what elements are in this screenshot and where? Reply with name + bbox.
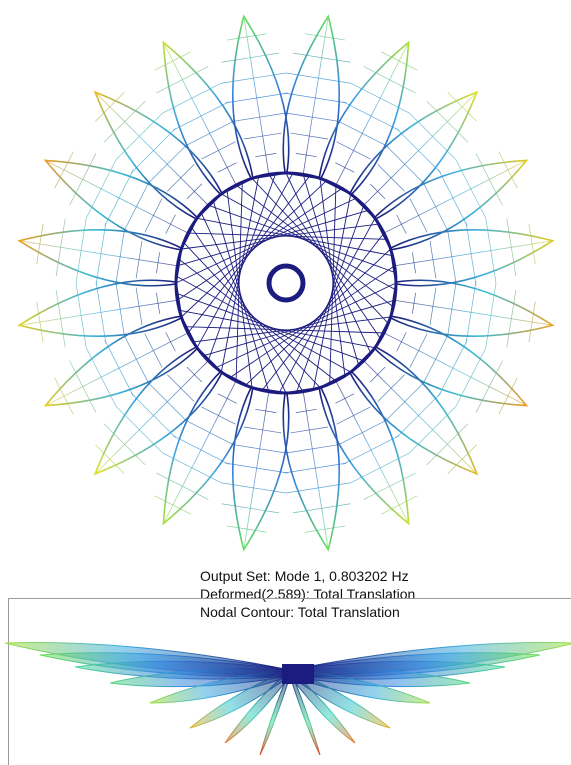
petal — [373, 315, 529, 415]
petal-spine — [45, 332, 189, 406]
cable — [278, 218, 376, 393]
petal-spine — [394, 299, 553, 326]
cable — [187, 232, 387, 240]
petal — [154, 40, 254, 196]
cable — [183, 242, 321, 388]
cable — [221, 193, 396, 291]
cable — [261, 232, 385, 391]
petal — [282, 14, 351, 180]
cable — [220, 176, 260, 373]
petal-group-plan — [17, 14, 555, 552]
petal-elevation — [259, 669, 291, 756]
hub-block — [282, 664, 314, 684]
petal-spine — [302, 391, 329, 550]
cable — [229, 265, 395, 379]
petal-elevation — [224, 668, 291, 744]
cable — [181, 180, 327, 318]
cable — [176, 275, 351, 373]
cable — [251, 178, 389, 324]
petal-spine — [243, 391, 270, 550]
cable — [203, 299, 395, 357]
petal — [221, 14, 290, 180]
petal-spine — [163, 42, 237, 186]
petal-spine — [243, 16, 270, 175]
cable — [176, 292, 364, 362]
petal-group-elevation — [4, 642, 571, 756]
petal — [282, 386, 351, 552]
petal — [93, 345, 224, 476]
petal-spine — [335, 380, 409, 524]
petal — [373, 151, 529, 251]
petal — [43, 315, 199, 415]
petal — [389, 279, 555, 348]
cable — [245, 248, 391, 386]
petal-spine — [383, 160, 527, 234]
petal-spine — [394, 240, 553, 267]
cable — [196, 173, 294, 348]
cable — [285, 172, 372, 354]
cable — [329, 184, 337, 384]
petal-spine — [94, 91, 209, 206]
petal-elevation — [289, 669, 321, 756]
cable — [295, 205, 365, 393]
petal — [389, 218, 555, 287]
petal-spine — [335, 42, 409, 186]
cable — [185, 326, 385, 334]
cable — [179, 309, 376, 349]
petal-spine — [363, 91, 478, 206]
petal-spine — [19, 299, 178, 326]
cable — [302, 174, 360, 366]
elevation-frame — [8, 598, 571, 765]
petal-spine — [383, 332, 527, 406]
cable — [319, 178, 346, 376]
cable — [226, 190, 253, 388]
petal — [154, 370, 254, 526]
petal-spine — [363, 360, 478, 475]
output-set-label: Output Set: Mode 1, 0.803202 Hz — [200, 568, 409, 584]
elevation-view-model — [4, 642, 571, 756]
plan-view-model — [17, 14, 555, 552]
petal-spine — [19, 240, 178, 267]
cable — [181, 223, 379, 250]
cable — [200, 212, 287, 394]
cable — [207, 173, 277, 361]
petal — [17, 279, 183, 348]
petal — [348, 345, 479, 476]
cable — [175, 197, 357, 284]
petal-spine — [45, 160, 189, 234]
cable — [312, 193, 352, 390]
petal-spine — [94, 360, 209, 475]
cable — [190, 226, 304, 392]
petal — [93, 90, 224, 221]
cable — [235, 182, 243, 382]
cable-net — [175, 172, 397, 394]
cable — [177, 209, 369, 267]
petal — [43, 151, 199, 251]
central-hub-ring — [266, 263, 306, 303]
petal — [348, 90, 479, 221]
compression-ring — [174, 171, 398, 395]
cable — [208, 204, 396, 274]
petal — [318, 370, 418, 526]
cable — [196, 217, 393, 257]
cable — [268, 174, 382, 340]
cable — [215, 282, 397, 369]
petal-spine — [163, 380, 237, 524]
petal — [318, 40, 418, 196]
cable — [235, 184, 394, 308]
petal — [17, 218, 183, 287]
cable — [177, 187, 343, 301]
contour-label: Nodal Contour: Total Translation — [200, 604, 400, 620]
cable — [212, 200, 270, 392]
cable — [193, 316, 391, 343]
petal-spine — [302, 16, 329, 175]
cable — [178, 258, 337, 382]
petal — [221, 386, 290, 552]
cable — [187, 175, 311, 334]
petal-elevation — [289, 668, 356, 744]
